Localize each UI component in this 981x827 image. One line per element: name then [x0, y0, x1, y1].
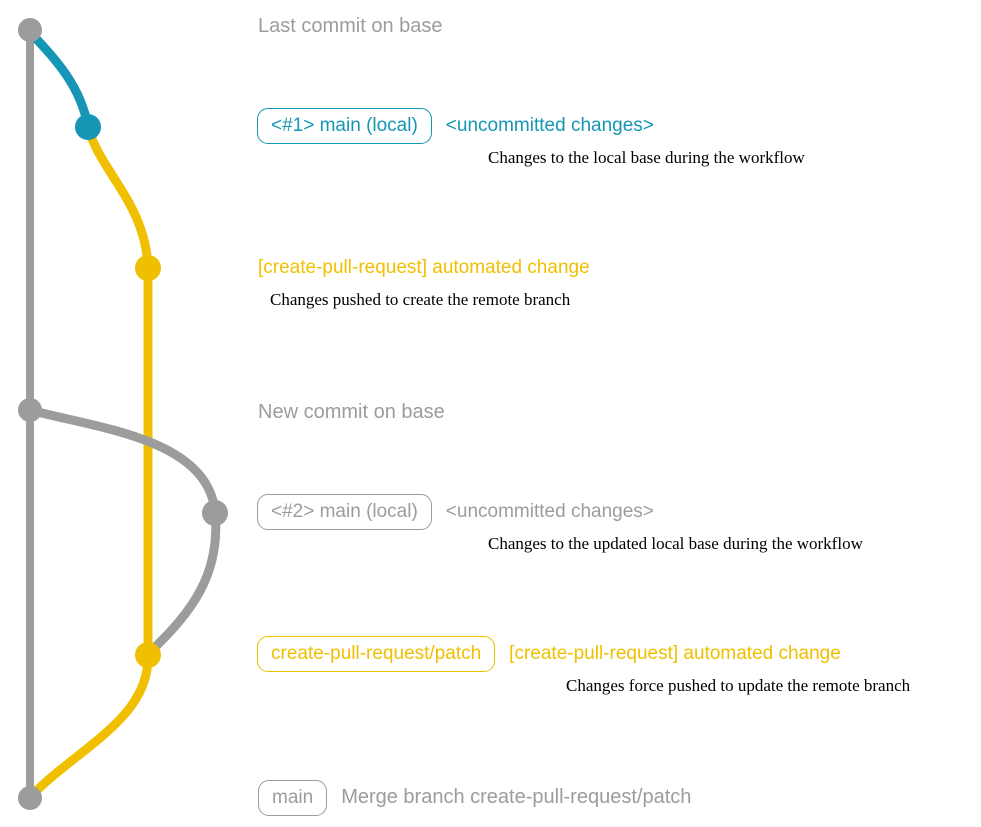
commit-dot-base-new: [18, 398, 42, 422]
description-force-pushed: Changes force pushed to update the remot…: [566, 676, 911, 695]
description-local-base-changes: Changes to the local base during the wor…: [488, 148, 805, 167]
branch-badge-main-local-2: <#2> main (local): [257, 494, 432, 530]
commit-dot-main-local-2: [202, 500, 228, 526]
description-updated-local-base-changes: Changes to the updated local base during…: [488, 534, 863, 553]
label-last-commit-on-base: Last commit on base: [258, 15, 443, 37]
row-main-local-2: <#2> main (local) <uncommitted changes>: [257, 494, 654, 530]
automated-change-note-1: [create-pull-request] automated change: [258, 257, 590, 278]
main-local-branch-curve: [25, 27, 93, 131]
commit-dot-base-top: [18, 18, 42, 42]
patch-branch-path: [26, 122, 153, 801]
branch-badge-main: main: [258, 780, 328, 816]
uncommitted-changes-note-1: <uncommitted changes>: [445, 115, 654, 136]
commit-dot-patch-2: [135, 642, 161, 668]
row-main-local-1: <#1> main (local) <uncommitted changes>: [257, 108, 654, 144]
row-merge: main Merge branch create-pull-request/pa…: [258, 780, 691, 816]
commit-dot-patch-1: [135, 255, 161, 281]
commit-dot-main-local-1: [75, 114, 101, 140]
branch-badge-main-local-1: <#1> main (local): [257, 108, 432, 144]
merge-branch-note: Merge branch create-pull-request/patch: [341, 786, 692, 809]
description-pushed-to-create: Changes pushed to create the remote bran…: [270, 290, 571, 309]
uncommitted-changes-note-2: <uncommitted changes>: [445, 501, 654, 522]
branch-badge-patch: create-pull-request/patch: [257, 636, 496, 672]
commit-dot-merge: [18, 786, 42, 810]
row-patch-branch: create-pull-request/patch [create-pull-r…: [257, 636, 841, 672]
rebased-local-branch-path: [25, 405, 221, 657]
automated-change-note-2: [create-pull-request] automated change: [509, 643, 841, 664]
label-new-commit-on-base: New commit on base: [258, 401, 445, 423]
